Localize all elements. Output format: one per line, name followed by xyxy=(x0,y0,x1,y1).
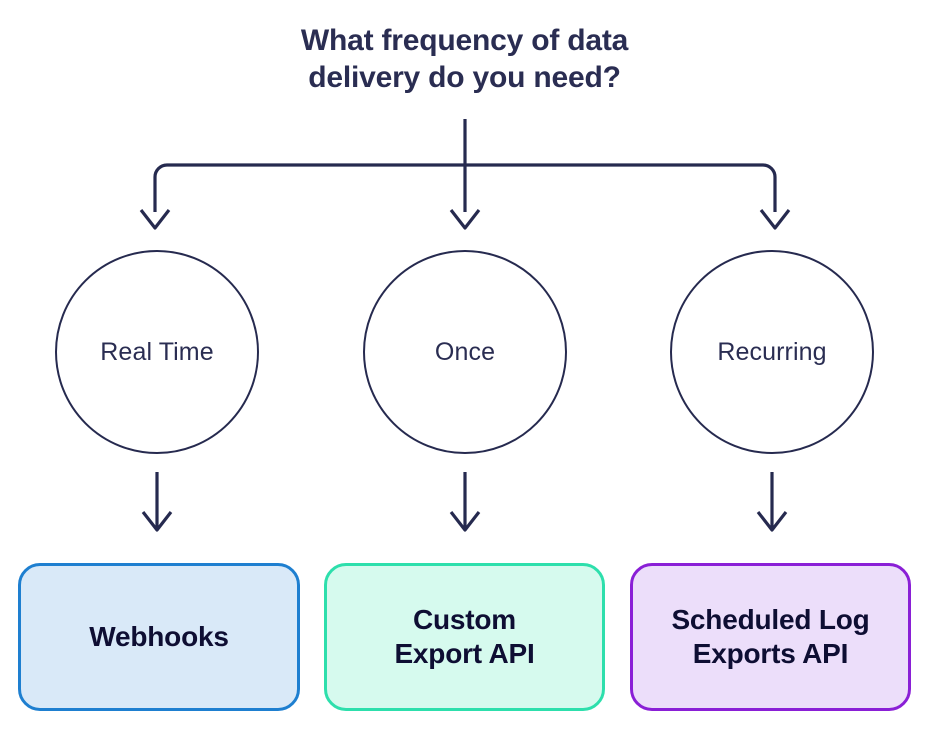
outcome-webhooks-label: Webhooks xyxy=(89,620,229,652)
outcome-scheduled-log-exports-api[interactable]: Scheduled Log Exports API xyxy=(630,563,911,711)
node-real-time[interactable]: Real Time xyxy=(55,250,259,454)
node-recurring-label: Recurring xyxy=(717,337,827,366)
outcome-custom-export-api-label: Custom Export API xyxy=(394,603,535,669)
node-real-time-label: Real Time xyxy=(100,337,214,366)
node-recurring[interactable]: Recurring xyxy=(670,250,874,454)
outcome-custom-export-api[interactable]: Custom Export API xyxy=(324,563,605,711)
arrowhead-to-scheduled-log-exports-api xyxy=(756,511,788,532)
outcome-scheduled-log-exports-api-label: Scheduled Log Exports API xyxy=(671,603,870,669)
node-once[interactable]: Once xyxy=(363,250,567,454)
arrowhead-to-recurring xyxy=(759,209,791,230)
page-title: What frequency of data delivery do you n… xyxy=(300,24,629,95)
arrowhead-to-real-time xyxy=(139,209,171,230)
node-once-label: Once xyxy=(434,337,496,366)
arrowhead-to-webhooks xyxy=(141,511,173,532)
arrowhead-to-custom-export-api xyxy=(449,511,481,532)
arrowhead-to-once xyxy=(449,209,481,230)
connector-branch-bus xyxy=(153,163,777,212)
outcome-webhooks[interactable]: Webhooks xyxy=(18,563,300,711)
